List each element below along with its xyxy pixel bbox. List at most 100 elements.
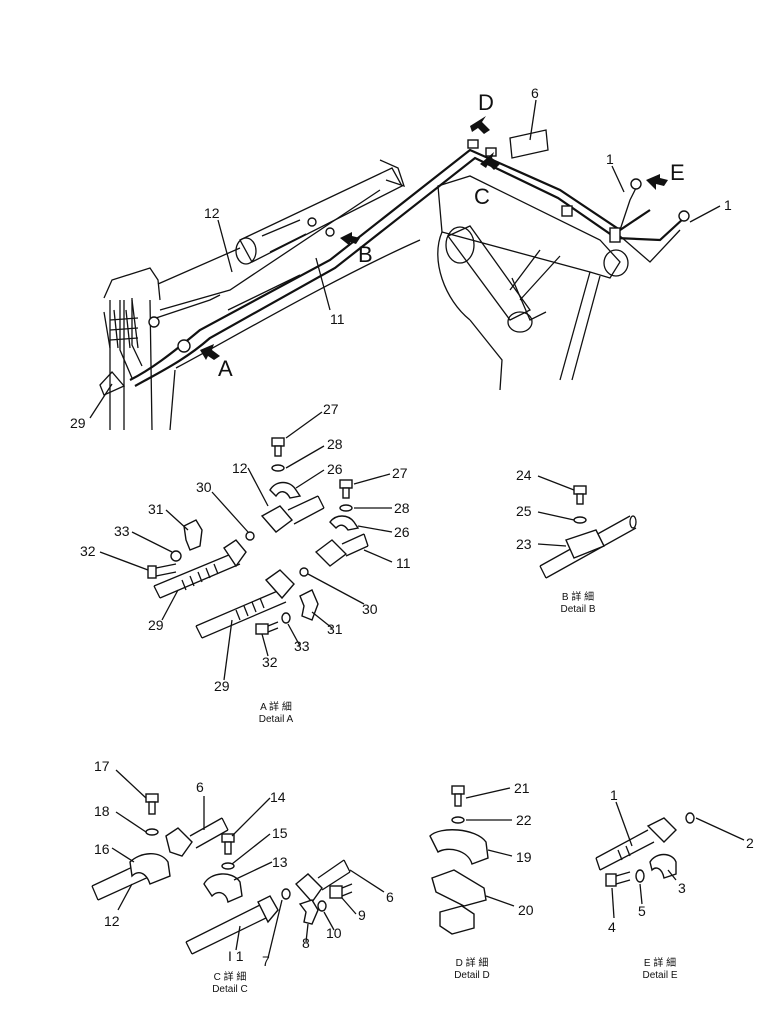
- detail-c: 17 6 18 14 16 15 13 6 12 9 10 8 7 I 1 C …: [91, 758, 394, 995]
- label-20: 20: [518, 902, 534, 918]
- detail-c-fitting-6-upper: [165, 817, 229, 857]
- label-21: 21: [514, 780, 530, 796]
- arm-body: [99, 239, 421, 431]
- detail-b-tube-with-clamp-23: [539, 515, 637, 579]
- label-11-overview: 11: [330, 311, 345, 327]
- label-12-c: 12: [104, 913, 120, 929]
- callout-arrows: [200, 116, 668, 360]
- label-31-a-upper: 31: [148, 501, 164, 517]
- label-30-a-upper: 30: [196, 479, 212, 495]
- detail-e-leader-2: [695, 817, 745, 841]
- detail-a-clamp-26-right: [329, 515, 360, 531]
- label-27-a-right: 27: [392, 465, 408, 481]
- label-7: 7: [262, 953, 270, 969]
- detail-c-bolt-17: [145, 793, 159, 815]
- label-28-a-right: 28: [394, 500, 410, 516]
- detail-c-bolt-14: [221, 833, 235, 855]
- detail-b-caption-jp: B 詳 細: [562, 590, 594, 603]
- detail-a-caption-jp: A 詳 細: [260, 700, 292, 713]
- detail-c-tube-11: [185, 895, 279, 955]
- detail-b: 24 25 23 B 詳 細 Detail B: [516, 467, 637, 615]
- detail-a-leaders: [99, 411, 393, 681]
- label-33-a-lower: 33: [294, 638, 310, 654]
- label-4: 4: [608, 919, 616, 935]
- detail-a-hose-29-lower: [195, 569, 295, 639]
- boom-cylinder: [445, 225, 547, 333]
- label-11-c: I 1: [228, 948, 244, 964]
- detail-d-caption-jp: D 詳 細: [456, 956, 489, 969]
- label-26-a-right: 26: [394, 524, 410, 540]
- detail-a-washer-33-upper: [170, 550, 182, 562]
- label-31-a-lower: 31: [327, 621, 343, 637]
- label-33-a-upper: 33: [114, 523, 130, 539]
- detail-a-bolt-27-right: [339, 479, 353, 499]
- detail-d: 21 22 19 20 D 詳 細 Detail D: [429, 780, 534, 981]
- detail-c-caption-jp: C 詳 細: [214, 970, 247, 983]
- overview-plate-6: [509, 129, 549, 159]
- callout-b: B: [358, 242, 373, 267]
- label-1-e: 1: [610, 787, 618, 803]
- detail-e-washer-5: [635, 869, 645, 883]
- detail-d-caption: Detail D: [454, 970, 490, 981]
- detail-e-caption-jp: E 詳 細: [644, 956, 676, 969]
- callout-a: A: [218, 356, 233, 381]
- overview-drawing: D C B A E 6 1 1 12 11 29: [70, 85, 732, 431]
- label-29-overview: 29: [70, 415, 86, 431]
- detail-a-bolt-27-upper: [271, 437, 285, 457]
- detail-d-leader-19: [487, 849, 513, 857]
- label-10: 10: [326, 925, 342, 941]
- label-32-a-upper: 32: [80, 543, 96, 559]
- label-29-a-upper: 29: [148, 617, 164, 633]
- label-26-a-upper: 26: [327, 461, 343, 477]
- detail-e-bolt-4: [605, 871, 631, 887]
- detail-a-caption: Detail A: [259, 714, 294, 725]
- label-24: 24: [516, 467, 532, 483]
- label-30-a-lower: 30: [362, 601, 378, 617]
- label-32-a-lower: 32: [262, 654, 278, 670]
- label-6-overview: 6: [531, 85, 539, 101]
- label-12-a: 12: [232, 460, 248, 476]
- detail-c-clamp-13: [203, 873, 243, 903]
- detail-c-oring-7: [281, 888, 291, 900]
- label-16: 16: [94, 841, 110, 857]
- label-17: 17: [94, 758, 110, 774]
- detail-e-caption: Detail E: [642, 970, 677, 981]
- overview-leaders: [89, 99, 721, 419]
- callout-d: D: [478, 90, 494, 115]
- detail-b-washer-25: [573, 516, 587, 524]
- label-18: 18: [94, 803, 110, 819]
- detail-b-caption: Detail B: [560, 604, 595, 615]
- detail-c-washer-10: [317, 900, 327, 912]
- label-28-a-upper: 28: [327, 436, 343, 452]
- detail-d-block: [439, 905, 475, 935]
- label-1-overview-a: 1: [606, 151, 614, 167]
- detail-e-leader-3: [667, 869, 677, 881]
- label-9: 9: [358, 907, 366, 923]
- label-8: 8: [302, 935, 310, 951]
- arm-cylinder: [235, 159, 406, 265]
- detail-c-washer-18: [145, 828, 159, 836]
- label-15: 15: [272, 825, 288, 841]
- label-3: 3: [678, 880, 686, 896]
- detail-a-clamp-31-upper: [183, 519, 203, 551]
- label-22: 22: [516, 812, 532, 828]
- detail-a-hose-29-upper: [153, 539, 247, 599]
- detail-d-washer-22: [451, 816, 465, 824]
- overview-fittings: [103, 139, 690, 353]
- boom-body: [437, 175, 629, 391]
- callout-e: E: [670, 160, 685, 185]
- detail-e-oring-2: [685, 812, 695, 824]
- detail-a-oring-30-upper: [245, 531, 255, 541]
- detail-a-oring-30-lower: [299, 567, 309, 577]
- label-6-c-lower: 6: [386, 889, 394, 905]
- detail-b-leader-23: [537, 543, 567, 547]
- detail-a-tube-12: [260, 495, 325, 533]
- detail-e-leader-4: [611, 887, 615, 919]
- detail-c-caption: Detail C: [212, 984, 248, 995]
- detail-d-leader-20: [485, 895, 515, 907]
- detail-a-washer-28-right: [339, 504, 353, 512]
- detail-a-bolt-32-upper: [147, 563, 177, 579]
- detail-d-bracket-20: [431, 869, 487, 907]
- label-5: 5: [638, 903, 646, 919]
